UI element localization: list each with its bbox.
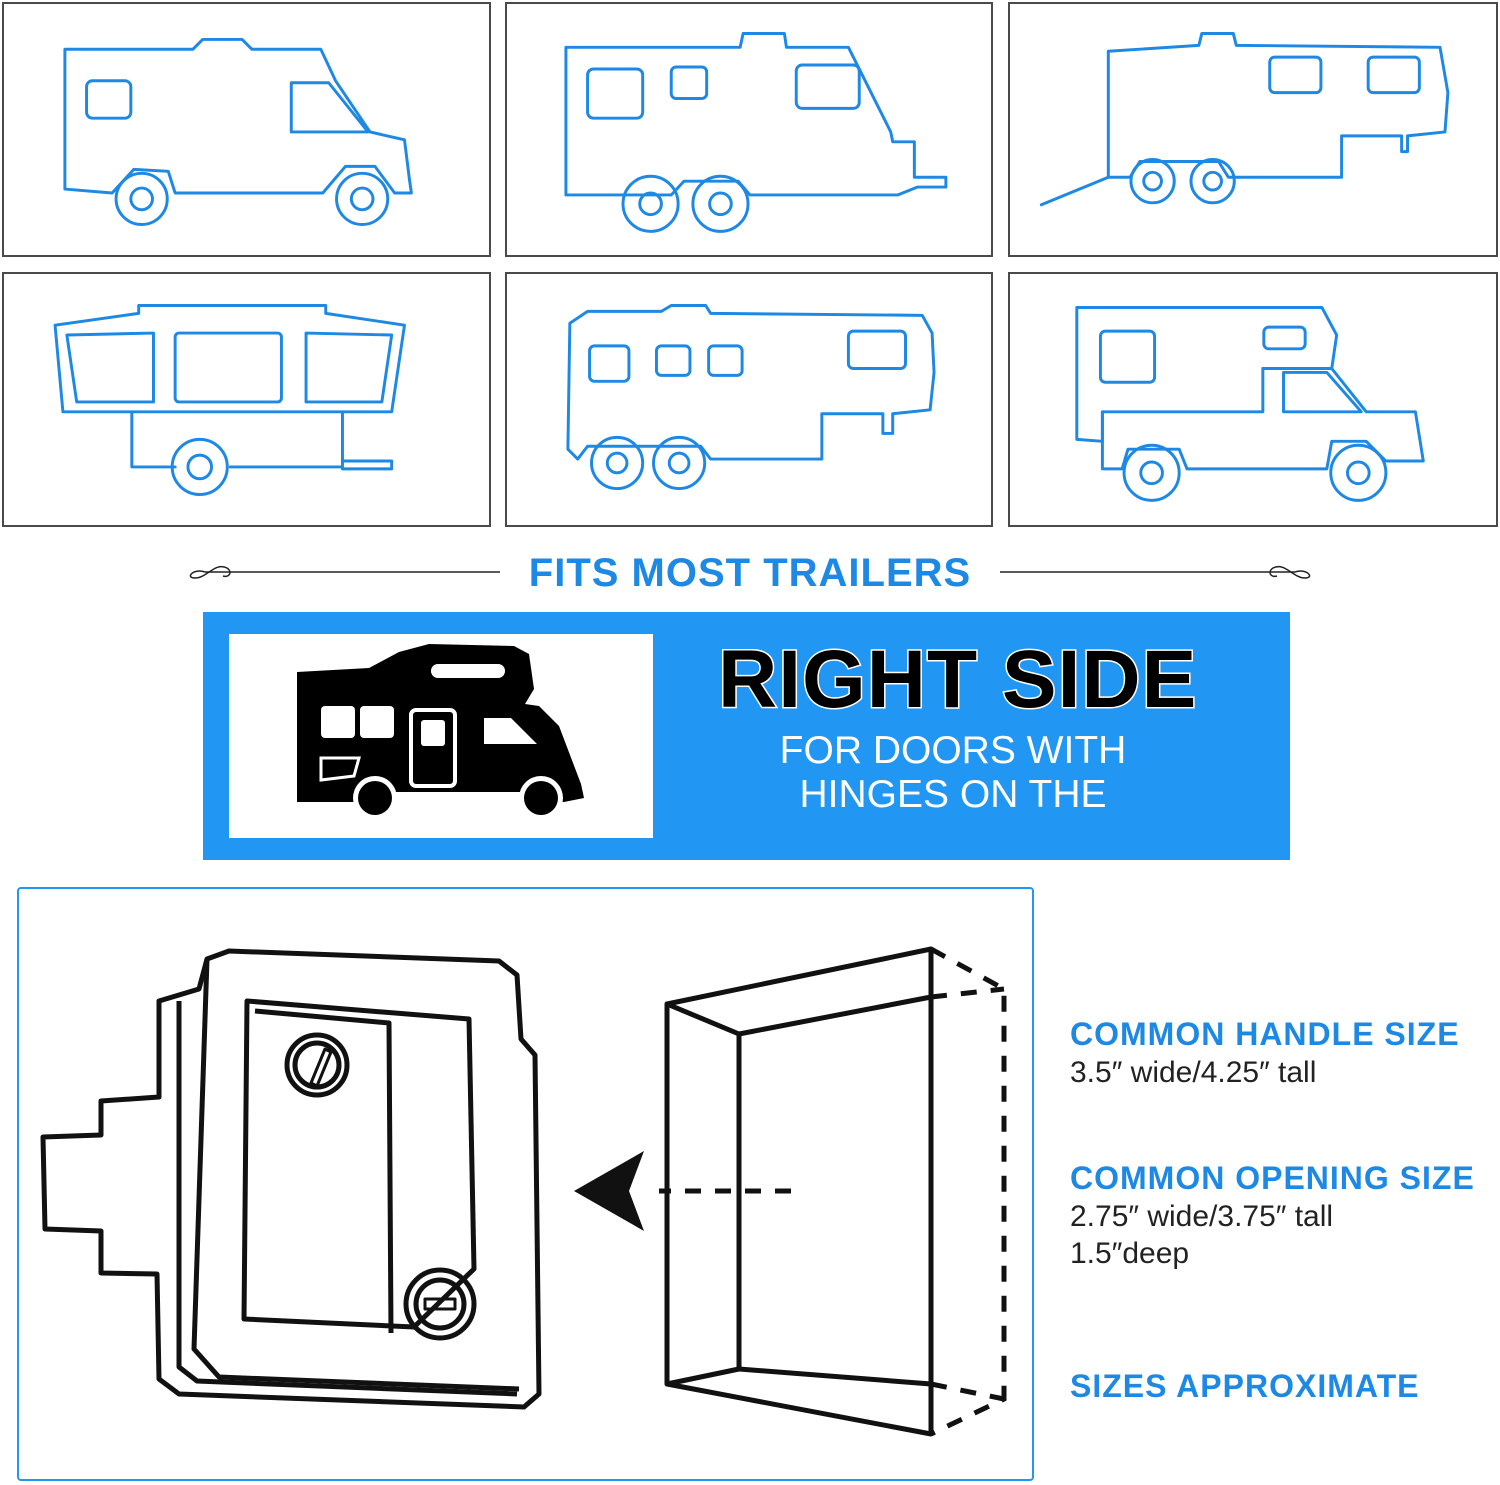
handle-size-value: 3.5″ wide/4.25″ tall <box>1070 1056 1317 1089</box>
pop-up-camper-tile <box>2 272 491 527</box>
divider-flourish-icon <box>189 565 1311 579</box>
size-diagram-panel <box>17 887 1034 1481</box>
fits-most-trailers-heading: FITS MOST TRAILERS <box>528 551 972 595</box>
fifth-wheel-large-tile <box>505 272 993 527</box>
right-side-title: RIGHT SIDE <box>717 633 1198 727</box>
class-c-motorhome-tile <box>2 2 491 257</box>
opening-depth-value: 1.5″deep <box>1070 1237 1190 1270</box>
travel-trailer-tile <box>505 2 993 257</box>
opening-size-value: 2.75″ wide/3.75″ tall <box>1070 1200 1334 1233</box>
handle-size-heading: COMMON HANDLE SIZE <box>1070 1016 1460 1052</box>
opening-frame-icon <box>574 946 1007 1437</box>
fifth-wheel-icon <box>1039 32 1450 207</box>
door-latch-icon <box>40 946 1007 1437</box>
fifth-wheel-large-icon <box>566 304 936 491</box>
pop-up-camper-icon <box>53 304 406 496</box>
fifth-wheel-tile <box>1008 2 1498 257</box>
opening-size-heading: COMMON OPENING SIZE <box>1070 1160 1475 1196</box>
banner-subtitle-line2: HINGES ON THE <box>799 773 1107 816</box>
truck-camper-tile <box>1008 272 1498 527</box>
class-c-motorhome-icon <box>63 37 413 226</box>
truck-camper-icon <box>1075 305 1425 502</box>
fits-title-row: FITS MOST TRAILERS <box>185 548 1315 598</box>
travel-trailer-icon <box>564 32 948 233</box>
sizes-approximate-note: SIZES APPROXIMATE <box>1070 1368 1420 1404</box>
banner-image-box <box>229 634 653 838</box>
right-side-banner: RIGHT SIDE FOR DOORS WITH HINGES ON THE <box>203 612 1290 860</box>
rv-silhouette-icon <box>297 644 584 820</box>
banner-subtitle-line1: FOR DOORS WITH <box>779 729 1127 772</box>
